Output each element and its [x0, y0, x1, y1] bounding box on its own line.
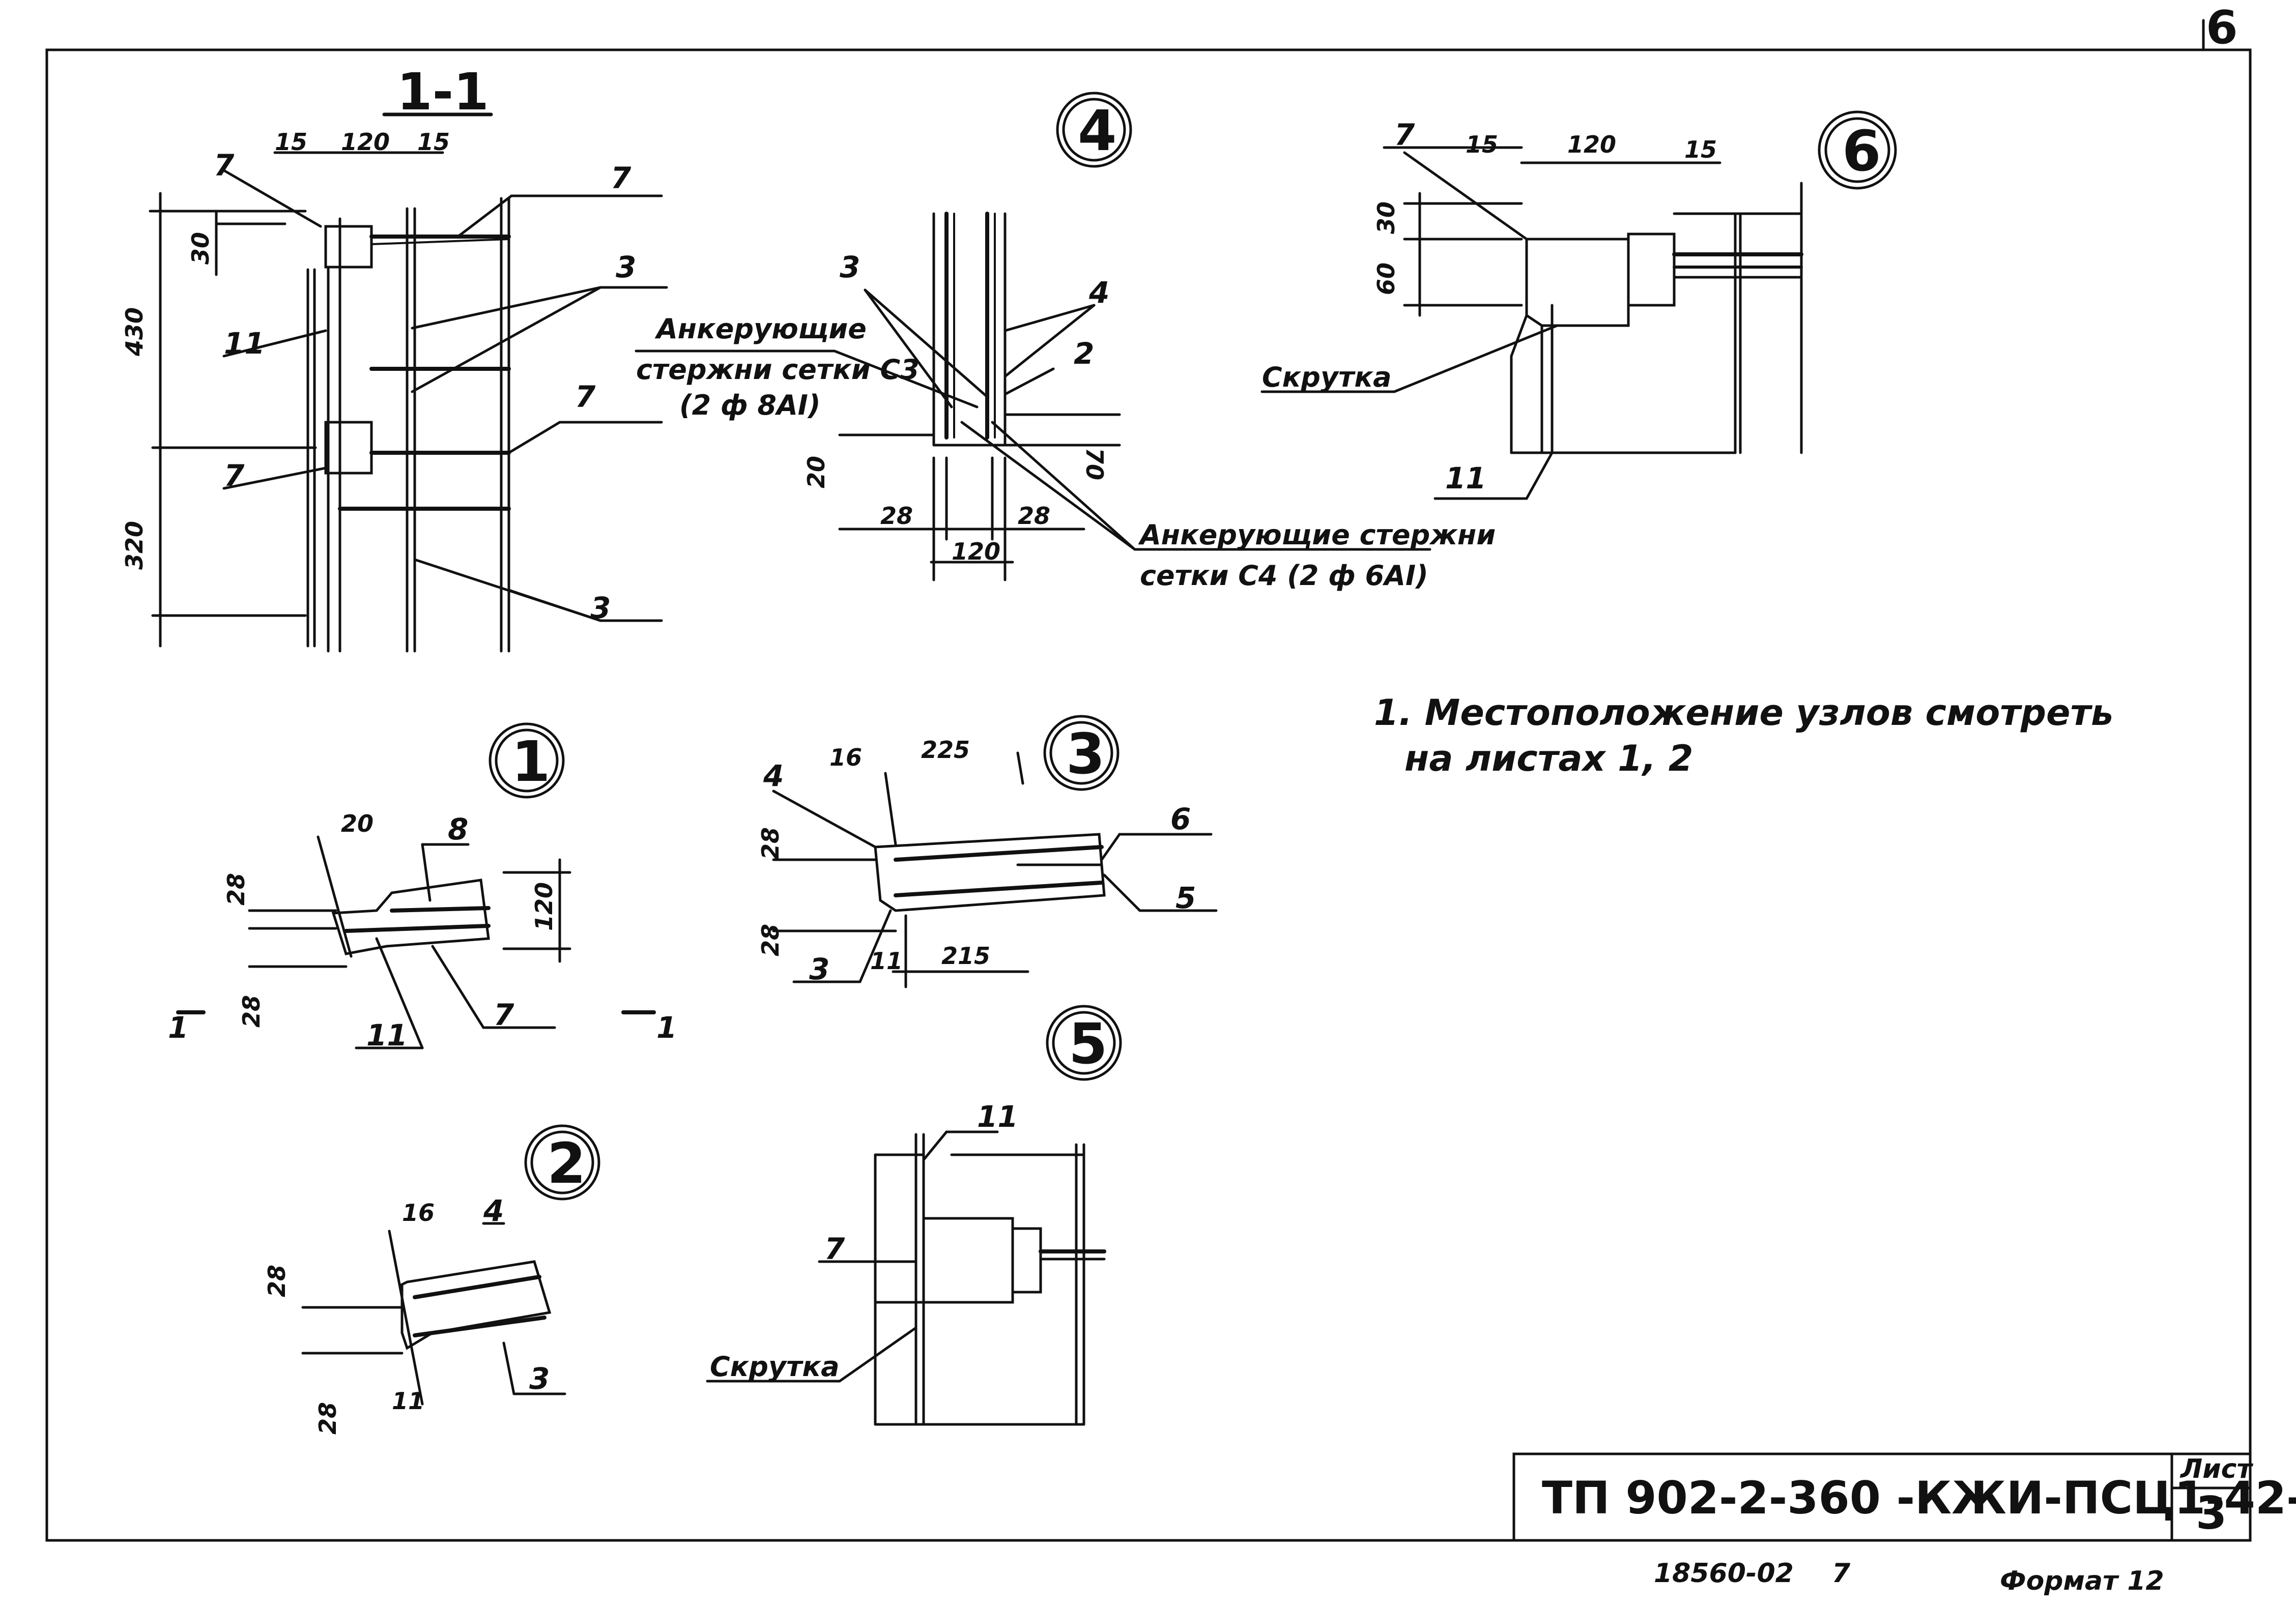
node-1-number: 1: [511, 729, 551, 794]
n6-dim-120: 120: [1567, 131, 1616, 158]
anchor-c3-line2: стержни сетки С3: [636, 354, 920, 386]
node-4-number: 4: [1078, 98, 1117, 163]
n3-dim-215: 215: [941, 942, 990, 970]
n4-pos-4: 4: [1088, 275, 1109, 310]
node-6-number: 6: [1842, 119, 1881, 184]
dim-15-right: 15: [417, 128, 450, 156]
n5-twist-label: Скрутка: [710, 1351, 840, 1383]
n3-dim-28-top: 28: [757, 827, 784, 860]
sheet-corner-number: 6: [2206, 1, 2238, 54]
n1-dim-120: 120: [530, 882, 558, 931]
n4-dim-28-right: 28: [1018, 502, 1050, 530]
node-1-circle: [489, 722, 565, 799]
n3-pos-4: 4: [763, 758, 784, 793]
n3-pos-3: 3: [809, 952, 829, 986]
pos-7-top-right: 7: [611, 161, 632, 195]
n2-pos-3: 3: [529, 1361, 550, 1396]
n1-pos-7: 7: [494, 998, 514, 1032]
section-1-1-drawing: [149, 112, 668, 653]
node-3-drawing: [772, 715, 1218, 988]
n1-dim-28-bottom: 28: [238, 995, 265, 1028]
n5-pos-11: 11: [977, 1099, 1018, 1134]
n6-pos-11: 11: [1445, 461, 1486, 495]
n4-dim-120: 120: [952, 538, 1000, 565]
pos-3-lower: 3: [590, 591, 611, 625]
note-line-1: 1. Местоположение узлов смотреть: [1374, 692, 2113, 734]
node-5-circle: [1046, 1005, 1122, 1081]
note-line-2: на листах 1, 2: [1404, 738, 1694, 779]
section-mark-right: 1: [656, 1010, 677, 1045]
n6-pos-7: 7: [1394, 118, 1415, 152]
n3-pos-6: 6: [1170, 802, 1191, 836]
node-6-circle: [1818, 110, 1897, 190]
n1-dim-20: 20: [341, 810, 374, 837]
node-2-number: 2: [547, 1131, 586, 1196]
footer-inventory-number: 7: [1832, 1558, 1851, 1589]
node-2-drawing: [301, 1124, 600, 1406]
node-3-circle: [1043, 715, 1120, 791]
n1-pos-11: 11: [366, 1018, 408, 1053]
anchor-c3-line1: Анкерующие: [654, 313, 867, 345]
n2-dim-11: 11: [392, 1387, 424, 1415]
n6-twist-label: Скрутка: [1262, 361, 1392, 393]
stamp-sheet-label: Лист: [2179, 1454, 2253, 1484]
section-title: 1-1: [397, 62, 489, 122]
n2-pos-4: 4: [483, 1193, 504, 1228]
n3-dim-225: 225: [921, 736, 970, 764]
n4-dim-28-left: 28: [880, 502, 913, 530]
anchor-c4-line2: сетки С4 (2 ф 6АI): [1140, 560, 1428, 592]
n1-pos-8: 8: [448, 812, 468, 846]
anchor-c3-line3: (2 ф 8АI): [679, 389, 821, 421]
anchor-c4-line1: Анкерующие стержни: [1138, 519, 1496, 551]
title-block: [1512, 1452, 2252, 1542]
node-4-drawing: [635, 92, 1431, 581]
n4-pos-3: 3: [840, 250, 860, 284]
dim-120: 120: [341, 128, 390, 156]
n3-dim-16: 16: [829, 744, 862, 771]
n2-dim-16: 16: [402, 1199, 435, 1227]
node-5-number: 5: [1069, 1011, 1108, 1076]
n6-dim-15-right: 15: [1684, 136, 1717, 163]
n3-dim-28-bottom: 28: [757, 924, 784, 956]
dim-320: 320: [121, 521, 148, 570]
n2-dim-28-bottom: 28: [314, 1402, 341, 1435]
n6-dim-30: 30: [1372, 201, 1400, 234]
pos-7-top-left: 7: [214, 148, 235, 183]
n4-dim-70: 70: [1081, 448, 1108, 480]
section-mark-left: 1: [168, 1010, 188, 1045]
dim-15-left: 15: [275, 128, 307, 156]
footer-format: Формат 12: [2000, 1566, 2164, 1596]
node-1-drawing: [176, 722, 656, 1049]
n1-dim-28-top: 28: [222, 873, 250, 906]
n5-pos-7: 7: [824, 1232, 845, 1266]
sheet-frame: [45, 48, 2252, 1542]
stamp-designation: ТП 902-2-360 -КЖИ-ПСЦ1-42-1а: [1542, 1472, 2296, 1524]
n4-dim-20: 20: [802, 456, 830, 488]
pos-7-mid-right: 7: [575, 379, 596, 414]
pos-11: 11: [224, 326, 265, 361]
n3-dim-11: 11: [870, 947, 903, 975]
dim-30: 30: [187, 232, 214, 265]
stamp-sheet-number: 3: [2196, 1487, 2227, 1539]
dim-430: 430: [121, 307, 148, 357]
n6-dim-60: 60: [1372, 262, 1400, 295]
n3-pos-5: 5: [1175, 881, 1196, 915]
node-6-drawing: [1260, 110, 1897, 500]
node-2-circle: [524, 1124, 600, 1201]
node-4-circle: [1056, 92, 1132, 168]
pos-7-mid-left: 7: [224, 458, 245, 493]
footer-inventory: 18560-02: [1654, 1558, 1794, 1589]
n2-dim-28-top: 28: [263, 1265, 291, 1297]
n4-pos-2: 2: [1074, 336, 1094, 371]
node-3-number: 3: [1066, 721, 1105, 786]
n6-dim-15-left: 15: [1466, 131, 1498, 158]
pos-3-upper: 3: [616, 250, 636, 284]
node-5-drawing: [706, 1005, 1122, 1426]
